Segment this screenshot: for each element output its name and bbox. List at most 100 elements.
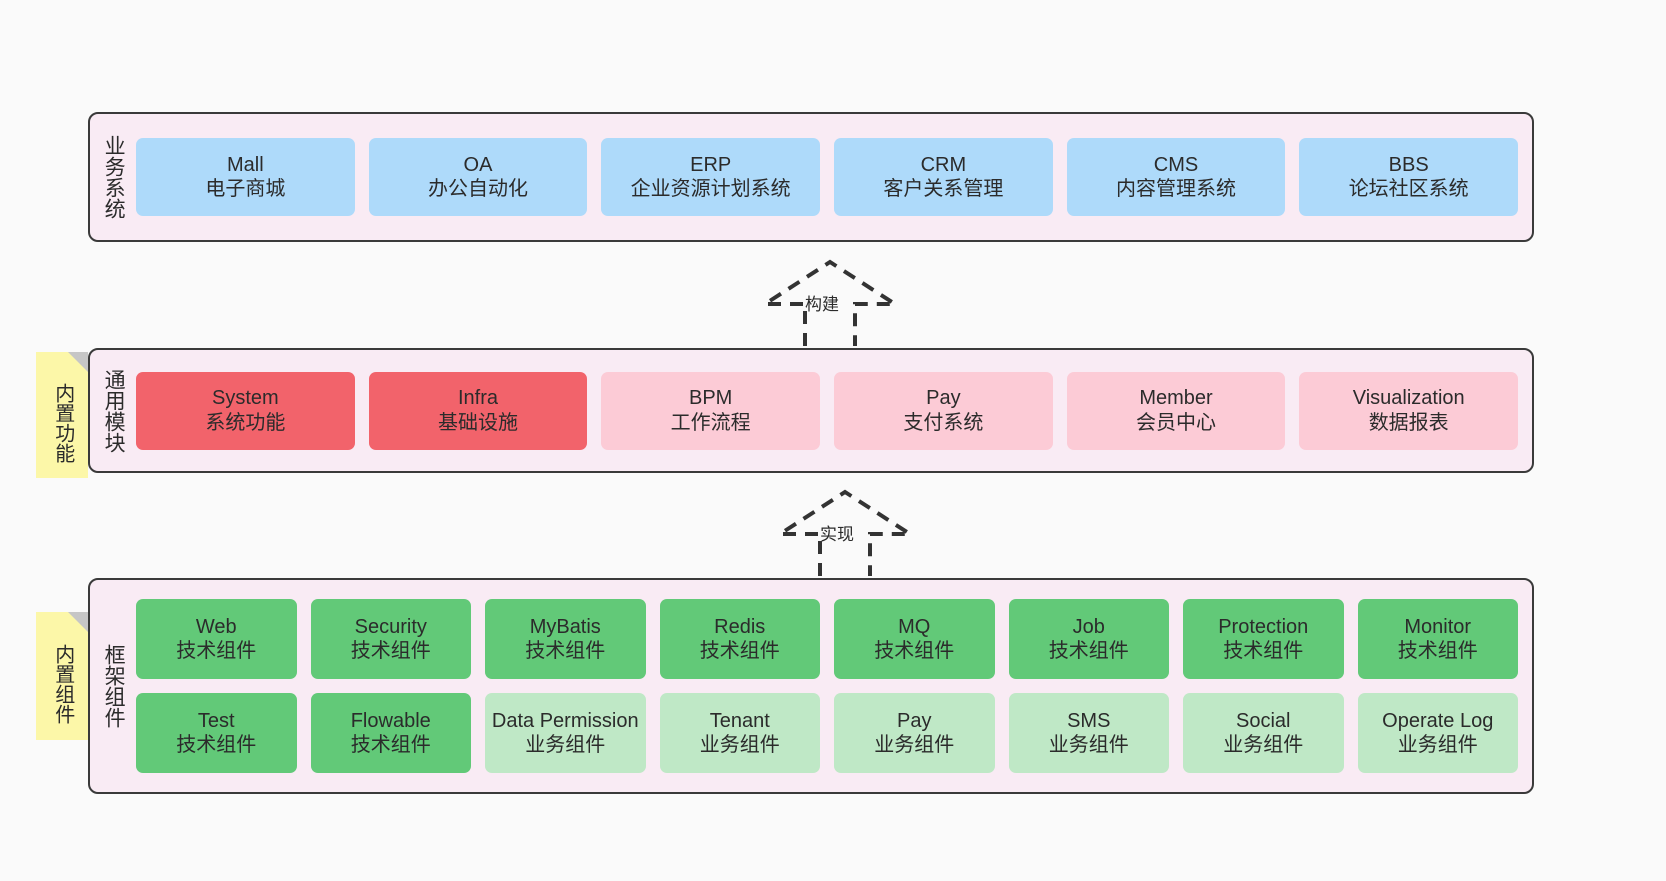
box-title: Test <box>197 709 235 732</box>
box-subtitle: 技术组件 <box>699 640 780 662</box>
box-subtitle: 技术组件 <box>1397 640 1478 662</box>
box-subtitle: 系统功能 <box>205 411 286 434</box>
layer-body-common-modules: System 系统功能 Infra 基础设施 BPM 工作流程 Pay 支付系统… <box>136 350 1532 471</box>
box-oa[interactable]: OA 办公自动化 <box>368 138 588 216</box>
box-bpm[interactable]: BPM 工作流程 <box>601 371 821 450</box>
box-redis[interactable]: Redis 技术组件 <box>659 599 820 679</box>
box-data-permission[interactable]: Data Permission 业务组件 <box>485 693 646 773</box>
layer-common-modules: 通用模块 System 系统功能 Infra 基础设施 BPM 工作流程 Pay… <box>88 348 1534 473</box>
sticky-note-builtin-features: 内置功能 <box>36 352 88 478</box>
box-subtitle: 业务组件 <box>1048 734 1129 756</box>
implement-arrow: 实现 <box>770 488 920 576</box>
box-subtitle: 办公自动化 <box>428 178 528 200</box>
box-subtitle: 数据报表 <box>1368 411 1449 434</box>
row-common-modules: System 系统功能 Infra 基础设施 BPM 工作流程 Pay 支付系统… <box>136 371 1519 450</box>
implement-arrow-label: 实现 <box>820 525 854 544</box>
box-pay-component[interactable]: Pay 业务组件 <box>834 693 995 773</box>
box-title: CRM <box>920 153 967 176</box>
box-title: Visualization <box>1352 387 1465 410</box>
box-subtitle: 工作流程 <box>670 411 751 434</box>
layer-title-framework-components: 框架组件 <box>102 644 126 728</box>
box-subtitle: 技术组件 <box>350 640 431 662</box>
box-operate-log[interactable]: Operate Log 业务组件 <box>1357 693 1518 773</box>
box-security[interactable]: Security 技术组件 <box>310 599 471 679</box>
box-mybatis[interactable]: MyBatis 技术组件 <box>485 599 646 679</box>
box-title: Pay <box>926 387 961 410</box>
box-web[interactable]: Web 技术组件 <box>136 599 297 679</box>
box-subtitle: 客户关系管理 <box>883 178 1004 200</box>
box-subtitle: 支付系统 <box>903 411 984 434</box>
box-title: BPM <box>689 387 733 410</box>
box-subtitle: 技术组件 <box>176 640 257 662</box>
row-business-systems: Mall 电子商城 OA 办公自动化 ERP 企业资源计划系统 CRM 客户关系… <box>136 138 1519 216</box>
box-title: CMS <box>1153 153 1199 176</box>
box-mall[interactable]: Mall 电子商城 <box>136 138 355 216</box>
box-title: MQ <box>898 615 931 638</box>
box-subtitle: 基础设施 <box>438 411 518 434</box>
box-subtitle: 论坛社区系统 <box>1348 178 1469 200</box>
box-title: BBS <box>1388 153 1429 176</box>
box-subtitle: 技术组件 <box>1223 640 1304 662</box>
sticky-note-label: 内置功能 <box>51 383 74 463</box>
box-title: Social <box>1236 709 1291 732</box>
layer-title-business-systems: 业务系统 <box>102 135 126 219</box>
box-title: Web <box>195 615 237 638</box>
layer-business-systems: 业务系统 Mall 电子商城 OA 办公自动化 ERP 企业资源计划系统 CRM… <box>88 112 1534 242</box>
row-tech-components: Web 技术组件 Security 技术组件 MyBatis 技术组件 Redi… <box>136 599 1518 679</box>
box-title: Flowable <box>350 709 431 732</box>
sticky-note-label: 内置组件 <box>51 644 74 724</box>
box-flowable[interactable]: Flowable 技术组件 <box>310 693 471 773</box>
box-job[interactable]: Job 技术组件 <box>1008 599 1169 679</box>
box-subtitle: 业务组件 <box>525 734 606 756</box>
box-title: Security <box>354 615 427 638</box>
box-crm[interactable]: CRM 客户关系管理 <box>834 138 1053 216</box>
box-visualization[interactable]: Visualization 数据报表 <box>1299 371 1519 450</box>
sticky-note-builtin-components: 内置组件 <box>36 612 88 740</box>
sticky-fold-icon <box>68 612 88 632</box>
box-title: ERP <box>690 153 732 176</box>
box-title: Redis <box>714 615 766 638</box>
build-arrow-label: 构建 <box>805 295 839 314</box>
box-subtitle: 业务组件 <box>699 734 780 756</box>
box-subtitle: 会员中心 <box>1136 411 1217 434</box>
box-title: OA <box>463 153 493 176</box>
box-subtitle: 技术组件 <box>350 734 431 756</box>
box-title: Mall <box>227 153 264 176</box>
box-title: Infra <box>457 387 499 410</box>
box-title: Protection <box>1218 615 1309 638</box>
box-title: SMS <box>1067 709 1111 732</box>
box-tenant[interactable]: Tenant 业务组件 <box>659 693 820 773</box>
box-erp[interactable]: ERP 企业资源计划系统 <box>601 138 821 216</box>
box-title: MyBatis <box>529 615 601 638</box>
box-title: Monitor <box>1404 615 1472 638</box>
layer-title-common-modules: 通用模块 <box>102 368 126 453</box>
box-protection[interactable]: Protection 技术组件 <box>1183 599 1344 679</box>
sticky-fold-icon <box>68 352 88 372</box>
layer-framework-components: 框架组件 Web 技术组件 Security 技术组件 MyBatis 技术组件… <box>88 578 1534 794</box>
box-title: Tenant <box>709 709 770 732</box>
box-subtitle: 技术组件 <box>525 640 606 662</box>
box-system[interactable]: System 系统功能 <box>136 371 355 450</box>
box-member[interactable]: Member 会员中心 <box>1066 371 1286 450</box>
box-title: Member <box>1139 387 1213 410</box>
box-sms[interactable]: SMS 业务组件 <box>1008 693 1169 773</box>
box-subtitle: 业务组件 <box>874 734 955 756</box>
layer-body-framework-components: Web 技术组件 Security 技术组件 MyBatis 技术组件 Redi… <box>136 580 1532 792</box>
box-infra[interactable]: Infra 基础设施 <box>368 371 588 450</box>
box-cms[interactable]: CMS 内容管理系统 <box>1066 138 1286 216</box>
box-subtitle: 业务组件 <box>1223 734 1304 756</box>
box-title: Job <box>1072 615 1105 638</box>
box-subtitle: 技术组件 <box>1048 640 1129 662</box>
box-mq[interactable]: MQ 技术组件 <box>834 599 995 679</box>
box-title: Pay <box>897 709 932 732</box>
box-pay-module[interactable]: Pay 支付系统 <box>834 371 1053 450</box>
box-title: Data Permission <box>491 709 639 732</box>
box-subtitle: 电子商城 <box>205 178 286 200</box>
box-monitor[interactable]: Monitor 技术组件 <box>1357 599 1518 679</box>
layer-body-business-systems: Mall 电子商城 OA 办公自动化 ERP 企业资源计划系统 CRM 客户关系… <box>136 114 1532 240</box>
box-social[interactable]: Social 业务组件 <box>1183 693 1344 773</box>
box-test[interactable]: Test 技术组件 <box>136 693 297 773</box>
box-bbs[interactable]: BBS 论坛社区系统 <box>1299 138 1519 216</box>
box-subtitle: 内容管理系统 <box>1116 178 1237 200</box>
